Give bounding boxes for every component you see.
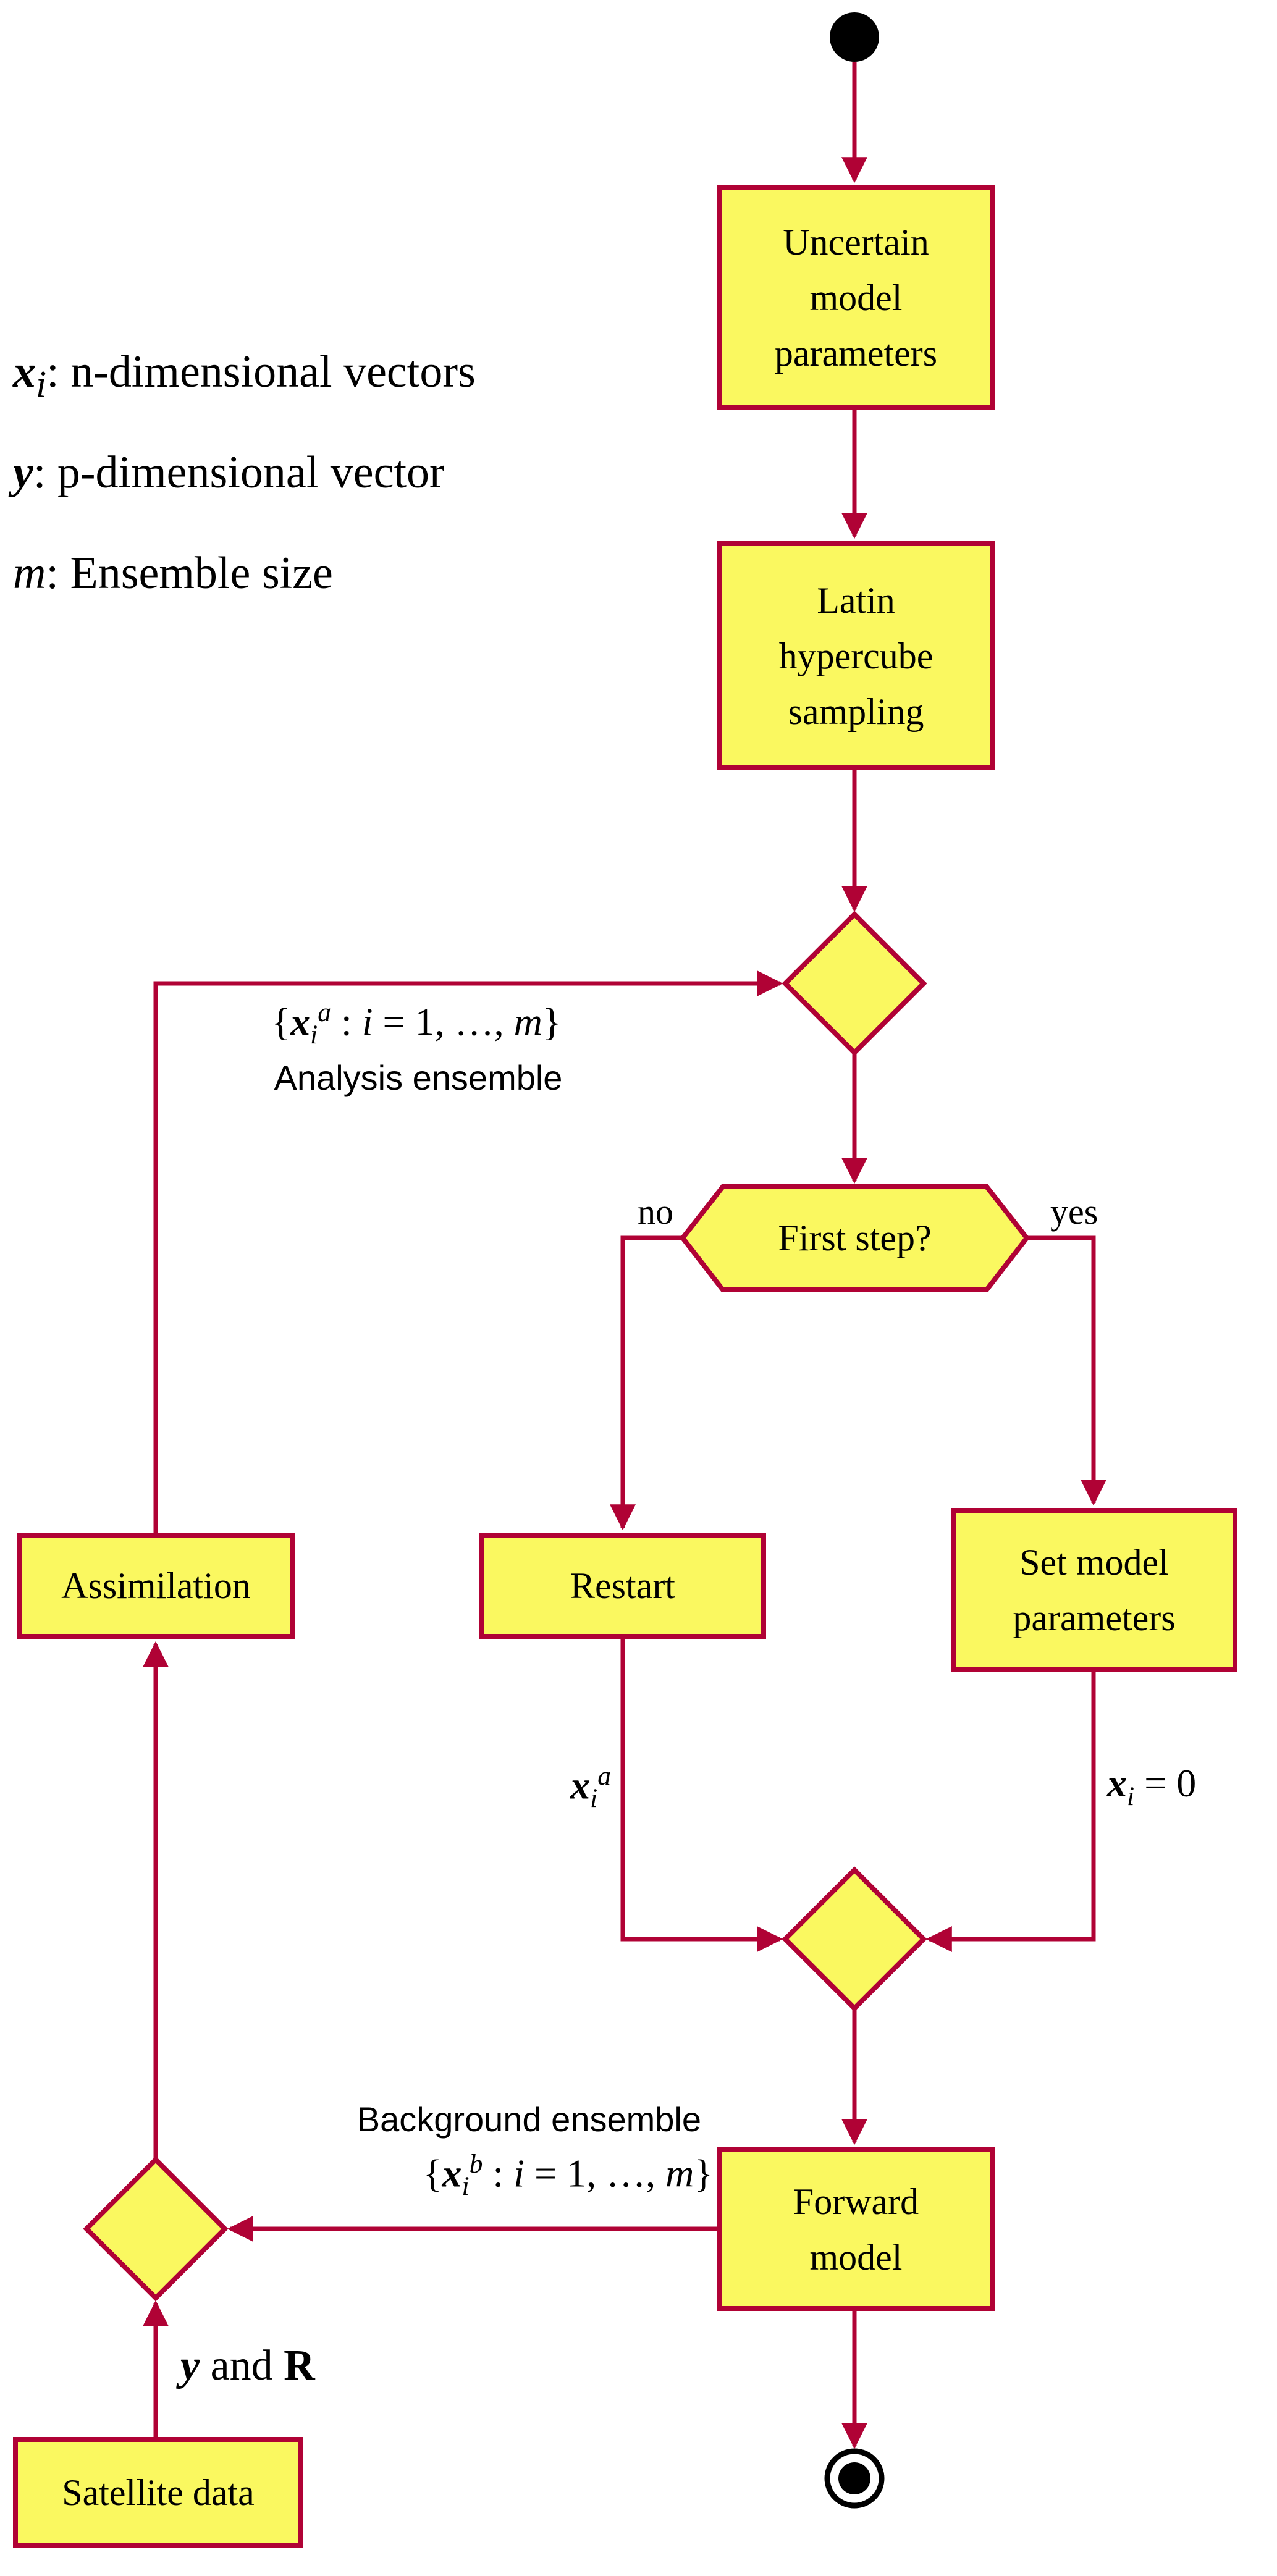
legend-var: y	[13, 447, 33, 498]
label-and-text: and	[200, 2342, 284, 2389]
node-latin-hypercube-sampling: Latin hypercube sampling	[717, 541, 995, 770]
node-restart-label: Restart	[570, 1565, 675, 1606]
node-latin-label: Latin hypercube sampling	[778, 579, 934, 732]
node-uncertain-label: Uncertain model parameters	[774, 221, 938, 374]
edge-setmodel-to-merge2	[925, 1672, 1096, 1952]
label-background-ensemble-set: {xib : i = 1, …, m}	[423, 2149, 713, 2202]
node-set-model-parameters: Set model parameters	[951, 1508, 1237, 1672]
merge-diamond-left	[83, 2156, 229, 2302]
label-setmodel-output: xi = 0	[1107, 1761, 1197, 1811]
merge-diamond-middle	[782, 1866, 927, 2012]
start-node	[830, 12, 879, 62]
edge-restart-to-merge2	[620, 1639, 783, 1952]
label-r-var: R	[284, 2342, 315, 2389]
label-background-ensemble: Background ensemble	[356, 2100, 701, 2139]
legend-text: : p-dimensional vector	[33, 447, 445, 498]
label-y-and-r: y and R	[180, 2341, 315, 2391]
node-assimilation-label: Assimilation	[61, 1565, 251, 1606]
label-analysis-ensemble-set: {xia : i = 1, …, m}	[271, 998, 562, 1050]
edge-assimilation-to-merge1	[153, 970, 783, 1533]
node-forward-label: Forward model	[793, 2181, 919, 2278]
node-assimilation: Assimilation	[17, 1533, 295, 1639]
legend-item-x: xi: n-dimensional vectors	[13, 346, 476, 406]
first-step-text: First step?	[778, 1218, 932, 1258]
edge-firststep-no-to-restart	[610, 1235, 683, 1531]
label-yes: yes	[1050, 1192, 1098, 1232]
legend-sub: i	[36, 363, 47, 405]
legend-var: x	[13, 347, 36, 397]
legend-var: m	[13, 548, 46, 599]
node-first-step-label: First step?	[683, 1187, 1027, 1290]
merge-diamond-top	[782, 911, 927, 1056]
end-node-dot	[838, 2462, 870, 2494]
legend-text: : Ensemble size	[46, 548, 333, 599]
label-no: no	[638, 1192, 673, 1232]
end-node-ring	[824, 2448, 885, 2509]
node-forward-model: Forward model	[717, 2147, 995, 2311]
node-set-model-label: Set model parameters	[1013, 1541, 1176, 1638]
edge-firststep-yes-to-setmodel	[1027, 1235, 1106, 1506]
legend-item-m: m: Ensemble size	[13, 547, 333, 608]
legend-item-y: y: p-dimensional vector	[13, 447, 445, 507]
node-satellite-data: Satellite data	[13, 2437, 303, 2548]
node-restart: Restart	[479, 1533, 766, 1639]
label-y-var: y	[180, 2342, 200, 2389]
label-analysis-ensemble: Analysis ensemble	[274, 1058, 563, 1097]
label-restart-output: xia	[570, 1761, 611, 1814]
legend-text: : n-dimensional vectors	[46, 347, 476, 397]
decision-hexagon-first-step	[679, 1184, 1030, 1292]
node-uncertain-model-parameters: Uncertain model parameters	[717, 185, 995, 410]
node-satellite-label: Satellite data	[62, 2472, 255, 2513]
